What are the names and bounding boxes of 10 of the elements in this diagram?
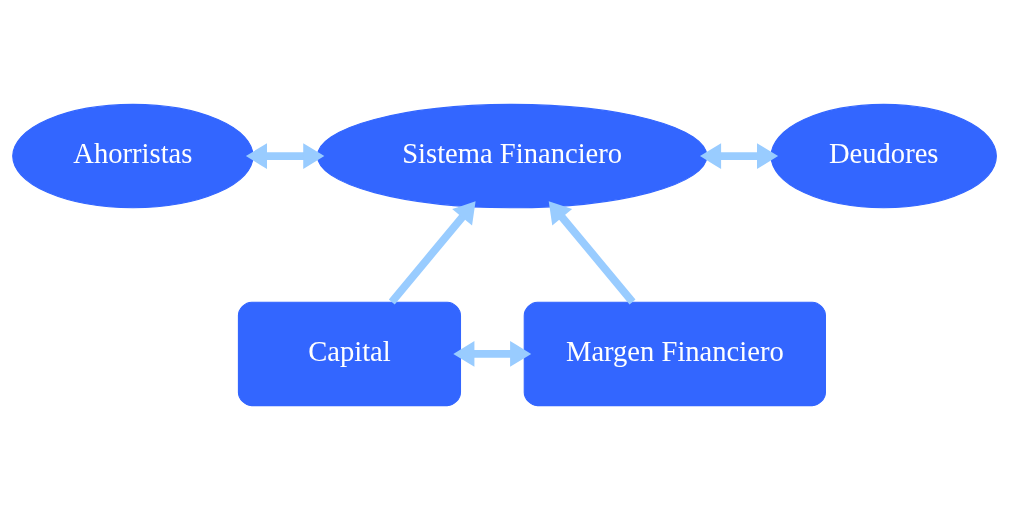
node-box: Margen Financiero bbox=[523, 301, 826, 406]
arrow bbox=[700, 142, 779, 169]
node-ellipse: Ahorristas bbox=[12, 103, 254, 208]
arrow bbox=[388, 200, 476, 304]
node-box: Capital bbox=[237, 301, 462, 406]
arrow bbox=[245, 142, 325, 169]
node-ellipse: Sistema Financiero bbox=[316, 103, 708, 208]
arrow bbox=[548, 200, 636, 304]
arrow bbox=[453, 340, 532, 367]
node-ellipse: Deudores bbox=[770, 103, 997, 208]
